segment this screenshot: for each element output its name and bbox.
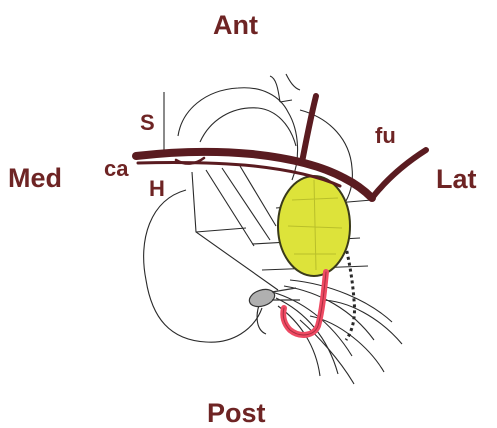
- strut-e: [240, 166, 276, 226]
- fan-fiber-5: [290, 280, 392, 322]
- gray-structure: [247, 286, 300, 309]
- strut-d: [196, 228, 246, 232]
- fan-fiber-6: [320, 300, 402, 344]
- posterior-label: Post: [207, 400, 266, 427]
- line-art-outlines: [144, 74, 402, 384]
- label-ca: ca: [104, 158, 128, 180]
- medial-label: Med: [8, 165, 62, 192]
- top-bracket: [270, 74, 300, 102]
- upper-lobe-inner-outline: [200, 108, 296, 146]
- lateral-label: Lat: [436, 166, 477, 193]
- yellow-oval-structure: [278, 176, 350, 276]
- label-s: S: [140, 112, 155, 134]
- vessel-upper-branch: [302, 96, 316, 162]
- strut-b: [206, 170, 254, 246]
- vessel-fu: [372, 150, 426, 198]
- fan-fiber-8: [300, 320, 354, 384]
- anterior-label: Ant: [213, 12, 258, 39]
- label-fu: fu: [375, 125, 396, 147]
- label-h: H: [149, 178, 165, 200]
